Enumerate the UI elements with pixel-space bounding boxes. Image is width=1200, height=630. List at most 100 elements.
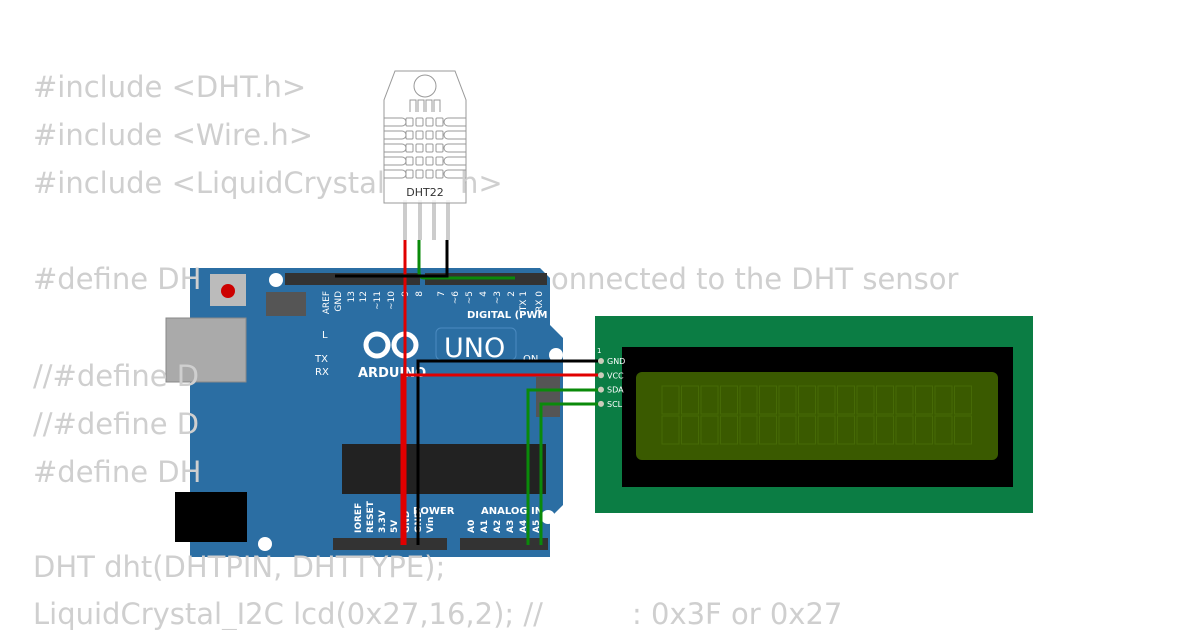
model-label: UNO xyxy=(444,333,505,364)
dht-grille-hole xyxy=(415,117,424,127)
dht22-sensor[interactable]: DHT22 xyxy=(383,70,467,240)
dht-grille-slot xyxy=(443,156,466,166)
lcd-char-cell xyxy=(720,415,738,445)
power-pin-label: 5V xyxy=(390,520,400,533)
digital-pin-label: 7 xyxy=(437,291,447,297)
lcd-char-cell xyxy=(778,385,797,415)
digital-pin-label: ~11 xyxy=(373,291,383,310)
dht-grille-hole xyxy=(405,156,414,166)
arduino-uno-board[interactable]: DIGITAL (PWM ~) UNO ARDUINO L TX RX ON P… xyxy=(165,268,564,557)
wire-lcd-sda xyxy=(526,388,598,545)
lcd-pin-label: SCL xyxy=(607,400,623,409)
brand-label: ARDUINO xyxy=(358,366,426,381)
dht-grille-hole xyxy=(425,143,434,153)
analog-pin-label: A4 xyxy=(519,520,529,533)
dht-grille-hole xyxy=(435,169,444,179)
lcd-pin-sda[interactable] xyxy=(598,386,604,393)
reset-button-cap[interactable] xyxy=(221,284,235,298)
lcd-char-cell xyxy=(934,385,953,415)
lcd-char-cell xyxy=(681,385,699,415)
dht-grille-slot xyxy=(443,130,466,140)
lcd-char-cell xyxy=(856,385,875,415)
power-pin-label: 3.3V xyxy=(378,510,388,533)
lcd-pin-gnd[interactable] xyxy=(598,358,604,364)
dht-label: DHT22 xyxy=(406,186,443,199)
lcd-char-cell xyxy=(661,415,680,445)
lcd-char-cell xyxy=(681,415,699,445)
dht-grille-hole xyxy=(405,130,414,140)
lcd-char-cell xyxy=(700,415,719,445)
power-pin-label: IOREF xyxy=(354,503,364,533)
dht-grille-hole xyxy=(435,117,444,127)
lcd-pin-label: SDA xyxy=(607,386,624,395)
power-jack xyxy=(175,492,247,542)
dht-grille-hole xyxy=(415,143,424,153)
lcd-pin-scl[interactable] xyxy=(598,400,604,407)
lcd-char-cell xyxy=(798,385,816,415)
lcd-char-cell xyxy=(739,385,758,415)
analog-pin-label: A3 xyxy=(506,520,516,533)
power-pin-label: GND xyxy=(402,511,412,533)
digital-pin-label: ~3 xyxy=(493,291,503,304)
lcd-char-cell xyxy=(954,415,972,445)
dht-grille-hole xyxy=(435,156,444,166)
digital-pin-label: GND xyxy=(334,291,344,312)
digital-pin-label: 2 xyxy=(507,291,517,297)
lcd-char-cell xyxy=(759,385,777,415)
lcd-char-cell xyxy=(798,415,816,445)
digital-pin-label: AREF xyxy=(322,291,332,314)
led-label-tx: TX xyxy=(314,354,328,365)
lcd-char-cell xyxy=(837,385,855,415)
power-header xyxy=(333,538,447,550)
wire-lcd-vcc xyxy=(400,373,598,545)
power-pin-label: RESET xyxy=(366,500,376,533)
power-label: POWER xyxy=(413,506,455,517)
led-label-l: L xyxy=(322,330,328,341)
lcd-char-cell xyxy=(817,385,836,415)
analog-pin-label: A1 xyxy=(480,520,490,533)
lcd-char-cell xyxy=(759,415,777,445)
lcd-pin-vcc[interactable] xyxy=(598,372,604,379)
lcd-char-cell xyxy=(817,415,836,445)
dht-grille-slot xyxy=(443,169,466,179)
lcd-pin-label: VCC xyxy=(607,371,624,380)
analog-label: ANALOG IN xyxy=(481,506,543,517)
atmega-chip xyxy=(342,444,546,494)
lcd-char-cell xyxy=(915,385,933,415)
dht-grille-hole xyxy=(425,117,434,127)
lcd-char-cell xyxy=(876,385,894,415)
lcd-char-cell xyxy=(837,415,855,445)
power-pin-label: Vin xyxy=(426,517,436,533)
lcd-char-cell xyxy=(739,415,758,445)
digital-pin-label: 4 xyxy=(479,291,489,297)
analog-pin-label: A5 xyxy=(532,520,542,533)
digital-label: DIGITAL (PWM ~) xyxy=(467,310,564,321)
dht-grille-hole xyxy=(415,130,424,140)
dht-grille-hole xyxy=(405,117,414,127)
lcd-pin-label: GND xyxy=(607,357,625,366)
dht-grille-hole xyxy=(415,156,424,166)
dht-grille-hole xyxy=(415,169,424,179)
lcd-char-cell xyxy=(934,415,953,445)
lcd-char-cell xyxy=(876,415,894,445)
lcd-char-cell xyxy=(720,385,738,415)
lcd-char-cell xyxy=(856,415,875,445)
dht-grille-hole xyxy=(435,130,444,140)
lcd-char-cell xyxy=(895,415,914,445)
analog-pin-label: A0 xyxy=(467,520,477,533)
digital-pin-label: RX 0 xyxy=(535,291,545,312)
digital-pin-label: 13 xyxy=(347,291,357,302)
wire-lcd-gnd xyxy=(416,359,598,545)
dht-grille-slot xyxy=(443,143,466,153)
analog-header xyxy=(460,538,548,550)
wire-lcd-scl xyxy=(539,402,598,545)
dht-grille-hole xyxy=(425,169,434,179)
lcd-char-cell xyxy=(954,385,972,415)
analog-pin-label: A2 xyxy=(493,520,503,533)
lcd-char-cell xyxy=(778,415,797,445)
digital-pin-label: ~6 xyxy=(451,291,461,305)
dht-grille-hole xyxy=(405,169,414,179)
